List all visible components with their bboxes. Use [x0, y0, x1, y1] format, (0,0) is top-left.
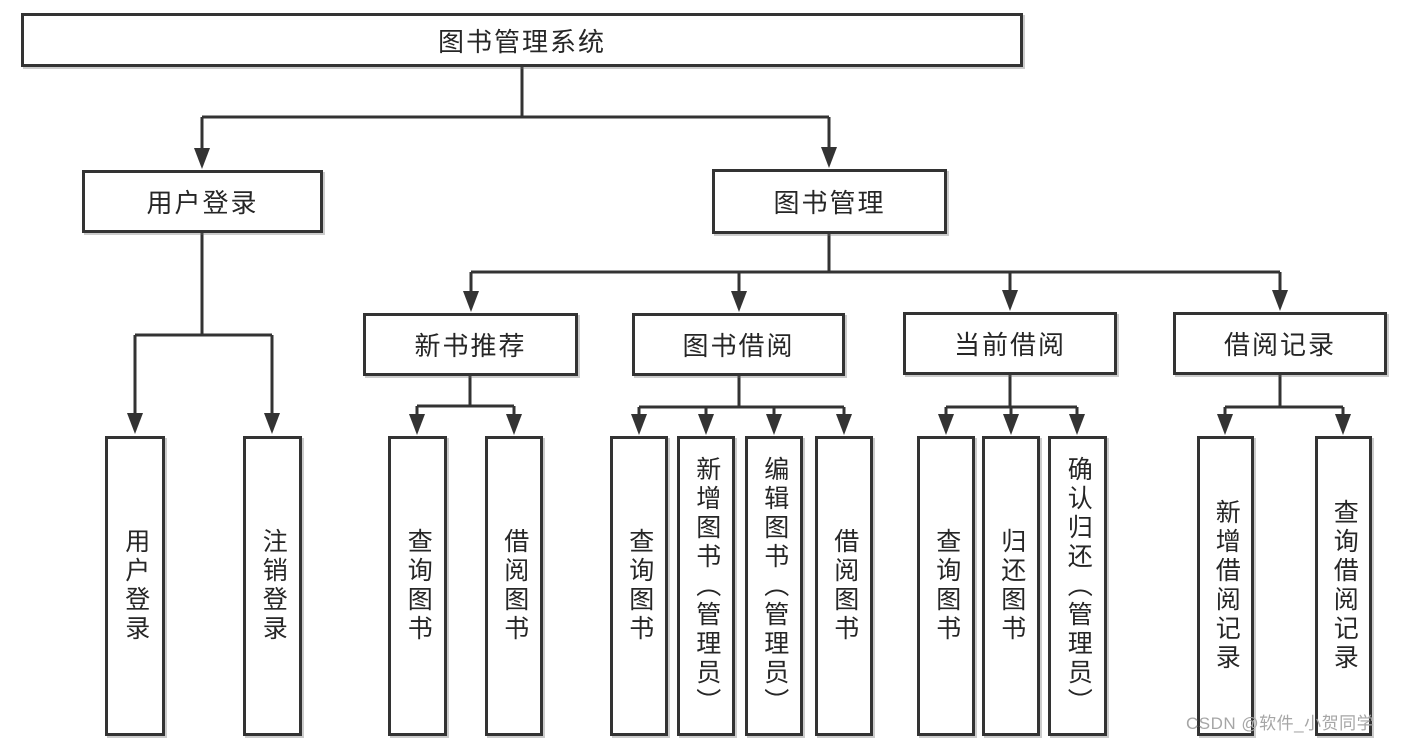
leaf-query-books-borrowing: 查询图书	[610, 436, 668, 736]
leaf-label: 借阅图书	[830, 528, 859, 644]
connector-new-book-recommend-branch	[409, 376, 522, 435]
node-new-book-recommend: 新书推荐	[363, 313, 578, 376]
leaf-label: 查询借阅记录	[1330, 499, 1359, 673]
leaf-borrow-books-borrowing: 借阅图书	[815, 436, 873, 736]
leaf-label: 借阅图书	[500, 528, 529, 644]
leaf-add-books-admin: 新增图书（管理员）	[677, 436, 735, 736]
leaf-add-borrow-record: 新增借阅记录	[1197, 436, 1254, 736]
leaf-label: 注销登录	[259, 528, 288, 644]
leaf-label: 用户登录	[121, 528, 150, 644]
connector-root-to-level2	[194, 67, 837, 169]
leaf-query-borrow-record: 查询借阅记录	[1315, 436, 1372, 736]
connector-book-borrowing-branch	[631, 376, 852, 435]
leaf-label: 编辑图书（管理员）	[760, 455, 789, 717]
leaf-label: 归还图书	[997, 528, 1026, 644]
connector-borrowing-records-branch	[1217, 375, 1351, 435]
leaf-query-books-current: 查询图书	[917, 436, 975, 736]
node-current-borrowing: 当前借阅	[903, 312, 1117, 375]
leaf-label: 新增图书（管理员）	[692, 455, 721, 717]
node-book-borrowing: 图书借阅	[632, 313, 845, 376]
connector-user-login-branch	[127, 233, 280, 434]
leaf-query-books-recommend: 查询图书	[388, 436, 447, 736]
leaf-label: 查询图书	[625, 528, 654, 644]
leaf-borrow-books-recommend: 借阅图书	[485, 436, 543, 736]
leaf-confirm-return-admin: 确认归还（管理员）	[1048, 436, 1107, 736]
connector-book-management-to-level3	[463, 234, 1288, 312]
leaf-label: 新增借阅记录	[1212, 499, 1241, 673]
leaf-return-books: 归还图书	[982, 436, 1040, 736]
node-borrowing-records: 借阅记录	[1173, 312, 1387, 375]
watermark: CSDN @软件_小贺同学	[1186, 714, 1375, 733]
node-root-library-management-system: 图书管理系统	[21, 13, 1023, 67]
leaf-label: 查询图书	[932, 528, 961, 644]
node-book-management: 图书管理	[712, 169, 947, 234]
connector-current-borrowing-branch	[938, 375, 1085, 435]
leaf-edit-books-admin: 编辑图书（管理员）	[745, 436, 803, 736]
leaf-label: 确认归还（管理员）	[1064, 455, 1093, 717]
leaf-user-login: 用户登录	[105, 436, 165, 736]
node-user-login: 用户登录	[82, 170, 323, 233]
leaf-label: 查询图书	[404, 528, 433, 644]
leaf-logout: 注销登录	[243, 436, 302, 736]
